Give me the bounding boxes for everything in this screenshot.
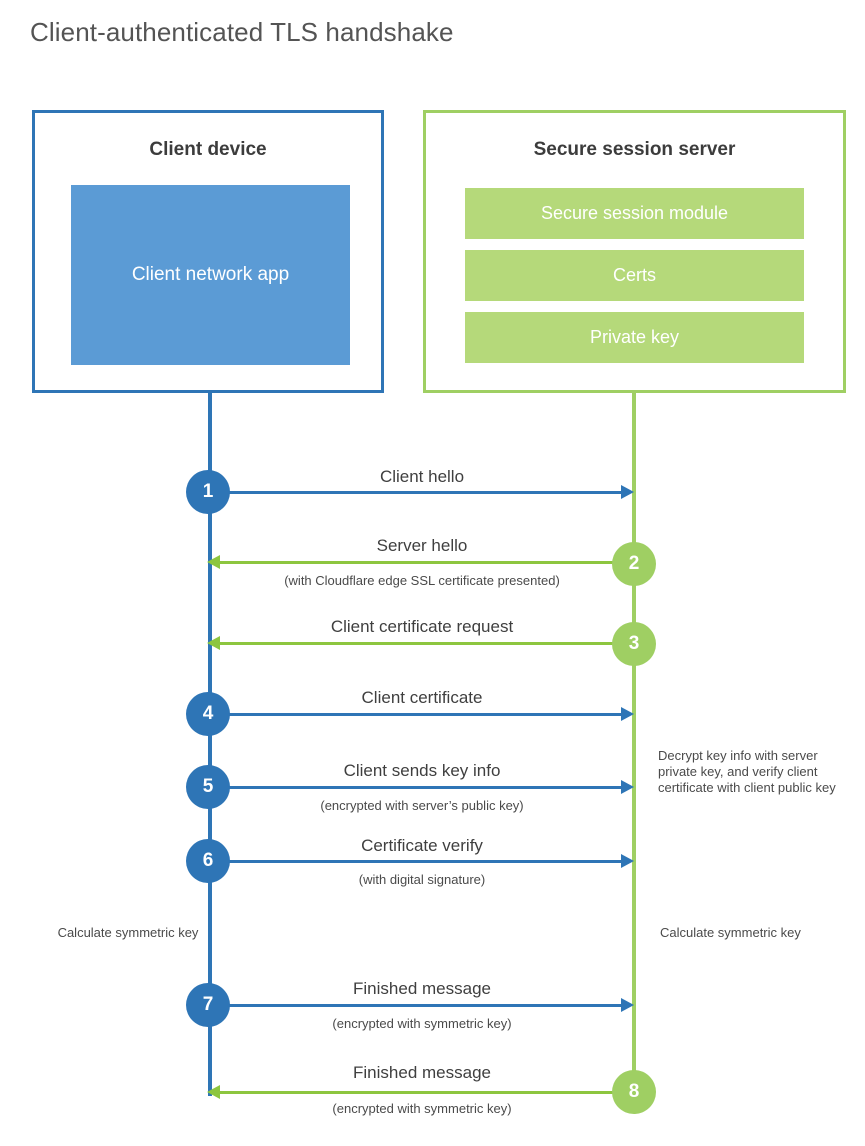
step-3-label: Client certificate request [330, 617, 514, 636]
step-4-arrow-line [210, 713, 623, 716]
page-title: Client-authenticated TLS handshake [30, 17, 454, 47]
step-8-sublabel: (encrypted with symmetric key) [332, 1101, 512, 1116]
server-calculate-symmetric-key-annotation: Calculate symmetric key [660, 925, 801, 940]
server-module-certs: Certs [465, 250, 804, 301]
server-decrypt-annotation: Decrypt key info with server private key… [658, 748, 836, 795]
step-8-number-bubble: 8 [612, 1070, 656, 1114]
step-2-arrow-line [215, 561, 633, 564]
secure-session-server-box: Secure session server Secure session mod… [423, 110, 846, 393]
client-device-title: Client device [149, 139, 267, 160]
client-network-app-block: Client network app [71, 185, 350, 365]
step-5-arrowhead-icon [621, 780, 634, 794]
step-1-arrow-line [210, 491, 623, 494]
step-7-arrowhead-icon [621, 998, 634, 1012]
client-device-box: Client device Client network app [32, 110, 384, 393]
step-1-number-bubble: 1 [186, 470, 230, 514]
step-6-sublabel: (with digital signature) [358, 872, 486, 887]
step-1-label: Client hello [379, 467, 465, 486]
server-lifeline [632, 393, 636, 1092]
step-4-number-bubble: 4 [186, 692, 230, 736]
step-5-number-bubble: 5 [186, 765, 230, 809]
step-4-arrowhead-icon [621, 707, 634, 721]
step-8-label: Finished message [353, 1063, 491, 1082]
client-calculate-symmetric-key-annotation: Calculate symmetric key [57, 925, 199, 940]
step-3-arrow-line [215, 642, 633, 645]
step-7-arrow-line [210, 1004, 623, 1007]
server-module-secure-session-module: Secure session module [465, 188, 804, 239]
step-3-arrowhead-icon [207, 636, 220, 650]
step-3-number-bubble: 3 [612, 622, 656, 666]
step-8-arrow-line [215, 1091, 633, 1094]
step-5-label: Client sends key info [343, 761, 501, 780]
step-2-number-bubble: 2 [612, 542, 656, 586]
step-7-sublabel: (encrypted with symmetric key) [332, 1016, 512, 1031]
step-2-label: Server hello [376, 536, 468, 555]
step-1-arrowhead-icon [621, 485, 634, 499]
step-6-number-bubble: 6 [186, 839, 230, 883]
server-module-private-key: Private key [465, 312, 804, 363]
client-lifeline [208, 393, 212, 1096]
step-7-number-bubble: 7 [186, 983, 230, 1027]
step-6-arrowhead-icon [621, 854, 634, 868]
step-4-label: Client certificate [361, 688, 483, 707]
step-5-arrow-line [210, 786, 623, 789]
client-network-app-label: Client network app [131, 264, 290, 285]
step-6-arrow-line [210, 860, 623, 863]
step-2-arrowhead-icon [207, 555, 220, 569]
step-7-label: Finished message [353, 979, 491, 998]
secure-session-server-title: Secure session server [533, 139, 736, 160]
step-8-arrowhead-icon [207, 1085, 220, 1099]
step-6-label: Certificate verify [361, 836, 483, 855]
step-2-sublabel: (with Cloudflare edge SSL certificate pr… [284, 573, 560, 588]
step-5-sublabel: (encrypted with server’s public key) [320, 798, 524, 813]
